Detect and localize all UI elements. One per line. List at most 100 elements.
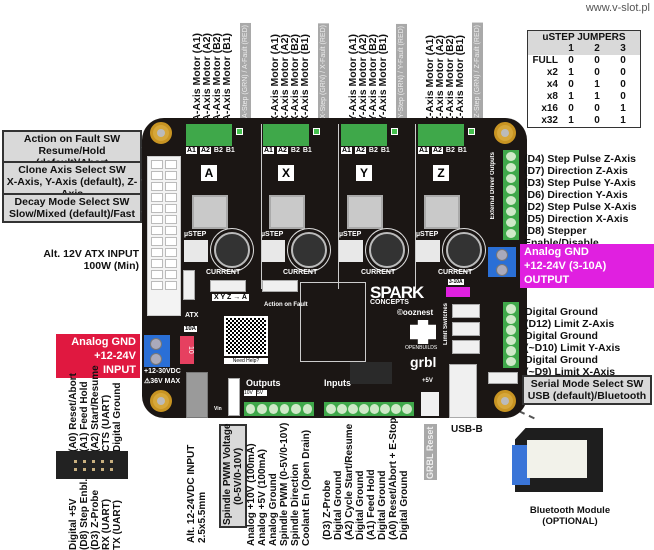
atx-pin (165, 237, 177, 246)
clone-axis-switch[interactable] (210, 280, 246, 292)
a-ustep-label: µSTEP (184, 231, 207, 238)
ustep-value: 1 (568, 115, 574, 126)
uart-header-diagram (56, 451, 128, 479)
serial-mode-switch[interactable] (488, 372, 518, 384)
input-terminal-pin (326, 404, 336, 414)
header-pin (110, 468, 113, 471)
input-gnd-label: Analog GND (71, 336, 136, 348)
inputs-terminal (324, 402, 414, 416)
ustep-value: 1 (568, 91, 574, 102)
header-pin-label: CTS (UART) (101, 394, 112, 452)
bluetooth-chip (527, 440, 587, 478)
z-pin-b2: B2 (445, 147, 455, 154)
atx-pin (151, 281, 163, 290)
mount-hole-bottom-left (150, 390, 172, 412)
atx-pin (151, 215, 163, 224)
x-pin-b1: B1 (302, 147, 312, 154)
mount-hole-top-right (494, 122, 516, 144)
a-status-led (236, 128, 243, 135)
driver-terminal-pin (506, 196, 516, 205)
driver-divider (415, 124, 416, 289)
ustep-value: 1 (594, 91, 600, 102)
terminal-screw (496, 249, 508, 261)
driver-output-label: (D2) Step Pulse X-Axis (524, 201, 637, 213)
atx-pin (151, 226, 163, 235)
input-pin-label: Digital Ground (399, 470, 410, 540)
z-motor-terminal (418, 124, 464, 146)
atx-pin (151, 182, 163, 191)
header-top-labels: (A0) Reset/Abort(A1) Feed Hold(A2) Start… (68, 365, 123, 452)
y-ustep-jumpers[interactable] (339, 240, 363, 262)
pwm-voltage-switch[interactable] (228, 378, 240, 416)
input-terminal-pin (358, 404, 369, 414)
driver-output-label: (D6) Direction Y-Axis (524, 189, 628, 201)
output-pin-label: Analog +5V (100mA) (257, 449, 268, 546)
input-pin-label: (A0) Reset/Abort + E-Stop (388, 417, 399, 540)
z-driver-heatsink (424, 195, 460, 229)
input-pin-label: (D3) Z-Probe (322, 480, 333, 540)
uart-header (350, 362, 392, 384)
ustep-value: 0 (620, 79, 626, 90)
z-current-label: CURRENT (438, 269, 473, 276)
fault-switch-label: Action on Fault (264, 302, 308, 308)
z-ustep-jumpers[interactable] (416, 240, 440, 262)
ustep-value: 1 (568, 67, 574, 78)
driver-output-label: (D3) Step Pulse Y-Axis (524, 177, 636, 189)
ustep-value: 0 (620, 91, 626, 102)
max-voltage-label: ⚠36V MAX (144, 378, 181, 385)
output-fuse-rating: 3-10A (448, 279, 464, 285)
vin-label: Vin (214, 406, 222, 412)
outputs-terminal (244, 402, 314, 416)
atx-pin (151, 171, 163, 180)
limit-switches-label: Limit Switches (443, 303, 449, 346)
terminal-screw (496, 264, 508, 276)
output-fuse (446, 287, 470, 297)
outputs-label: Outputs (246, 378, 281, 388)
x-current-potentiometer[interactable] (291, 232, 327, 268)
input-terminal-pin (402, 404, 412, 414)
y-pin-b1: B1 (380, 147, 390, 154)
openbuilds-text: OPENBUILDS (405, 345, 438, 351)
terminal-screw (150, 353, 162, 365)
a-ustep-jumpers[interactable] (184, 240, 208, 262)
action-on-fault-switch[interactable] (262, 280, 298, 292)
ustep-value: 0 (568, 79, 574, 90)
limit-y-connector (452, 322, 480, 336)
y-current-label: CURRENT (361, 269, 396, 276)
ustep-value: 0 (594, 103, 600, 114)
a-step-fault-tag: A-Step (GRN) / A-Fault (RED) (240, 23, 251, 120)
ustep-table-header: 1 2 3 (528, 43, 640, 55)
grbl-reset-button[interactable] (421, 392, 439, 416)
bluetooth-antenna (512, 445, 530, 485)
decay-mode-switch[interactable] (183, 270, 195, 300)
header-pin (74, 468, 77, 471)
help-qr-code[interactable] (224, 316, 268, 356)
a-axis-motor-labels: A-Axis Motor (A1) A-Axis Motor (A2) A-Ax… (191, 33, 233, 122)
atx-label: ATX (185, 312, 199, 319)
x-pin-a1: A1 (263, 147, 274, 154)
atx-connector (147, 156, 181, 316)
callout-detail: Slow/Mixed (default)/Fast (8, 208, 135, 220)
y-status-led (391, 128, 398, 135)
dc-barrel-jack (186, 372, 208, 418)
input-power-terminal (144, 335, 170, 367)
y-axis-b1-label: Y-Axis Motor (B1) (377, 34, 389, 122)
arduino-socket (300, 282, 366, 362)
bluetooth-title: Bluetooth Module (529, 505, 611, 516)
z-current-potentiometer[interactable] (446, 232, 482, 268)
driver-divider (261, 124, 262, 289)
spark-logo: SPARK (370, 283, 424, 302)
ustep-mode: x16 (541, 103, 558, 114)
inputs-label: Inputs (324, 378, 351, 388)
a-current-potentiometer[interactable] (214, 232, 250, 268)
atx-pin (165, 171, 177, 180)
input-terminal-pin (380, 404, 391, 414)
ustep-col-1: 1 (568, 43, 574, 54)
x-ustep-jumpers[interactable] (261, 240, 285, 262)
y-current-potentiometer[interactable] (369, 232, 405, 268)
z-ustep-label: µSTEP (416, 231, 439, 238)
usb-b-port[interactable] (449, 364, 477, 418)
x-axis-b1-label: X-Axis Motor (B1) (299, 33, 311, 122)
